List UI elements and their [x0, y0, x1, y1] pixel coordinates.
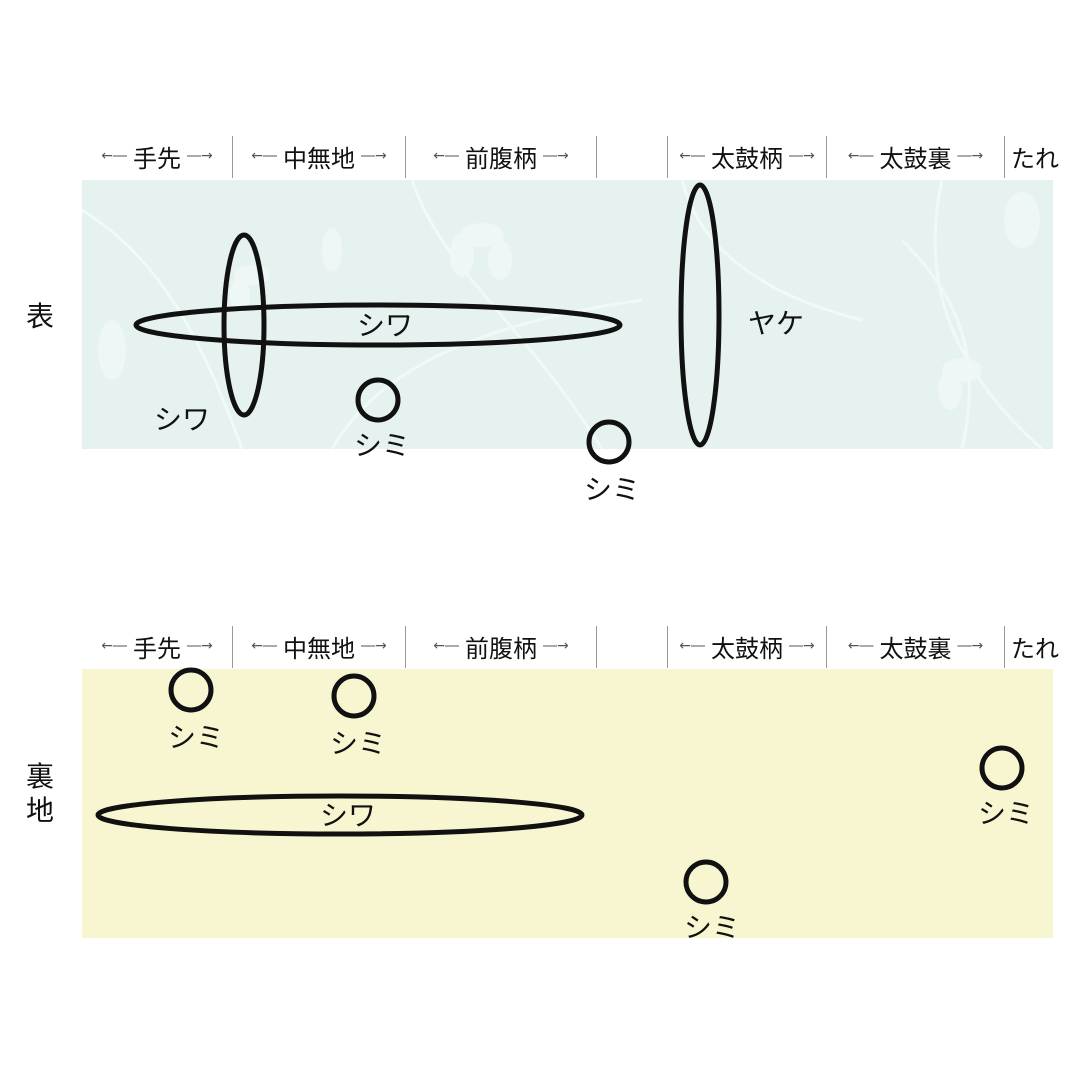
- section-divider: [667, 136, 668, 178]
- section-divider: [1004, 626, 1005, 668]
- section-maebara-gara: ←― 前腹柄 ―→: [433, 634, 569, 663]
- section-blank: [597, 134, 667, 178]
- front-stain-label: シミ: [353, 429, 411, 462]
- section-divider: [667, 626, 668, 668]
- section-taiko-ura: ←― 太鼓裏 ―→: [847, 634, 984, 663]
- front-wrinkle-label: シワ: [356, 309, 414, 342]
- back-stain-label: シミ: [167, 721, 225, 754]
- section-maebara-gara: ←― 前腹柄 ―→: [433, 144, 569, 173]
- back-lining-panel: [82, 669, 1053, 938]
- section-tare: たれ: [1011, 634, 1059, 663]
- section-taiko-ura: ←― 太鼓裏 ―→: [847, 144, 984, 173]
- section-tesaki: ←― 手先 ―→: [101, 634, 213, 663]
- back-wrinkle-label: シワ: [319, 799, 377, 832]
- section-divider: [596, 626, 597, 668]
- section-divider: [405, 626, 406, 668]
- section-nakamuji: ←― 中無地 ―→: [251, 634, 387, 663]
- section-divider: [232, 626, 233, 668]
- front-sunfade-label: ヤケ: [747, 307, 805, 340]
- section-divider: [405, 136, 406, 178]
- section-divider: [1004, 136, 1005, 178]
- floral-pattern: [82, 180, 1043, 449]
- section-divider: [826, 136, 827, 178]
- back-stain-label: シミ: [977, 797, 1035, 830]
- section-nakamuji: ←― 中無地 ―→: [251, 144, 387, 173]
- back-section-header: ←― 手先 ―→ ←― 中無地 ―→ ←― 前腹柄 ―→ ←― 太鼓柄 ―→ ←…: [82, 624, 1062, 668]
- front-section-header: ←― 手先 ―→ ←― 中無地 ―→ ←― 前腹柄 ―→ ←― 太鼓柄 ―→ ←…: [82, 134, 1062, 178]
- front-fabric-panel: [82, 180, 1053, 449]
- section-divider: [232, 136, 233, 178]
- front-stain-label: シミ: [583, 473, 641, 506]
- section-tare: たれ: [1011, 144, 1059, 173]
- front-wrinkle-label: シワ: [153, 403, 211, 436]
- section-divider: [826, 626, 827, 668]
- section-divider: [596, 136, 597, 178]
- back-stain-label: シミ: [329, 727, 387, 760]
- back-stain-label: シミ: [683, 911, 741, 944]
- section-taiko-gara: ←― 太鼓柄 ―→: [679, 634, 815, 663]
- front-side-label: 表: [25, 300, 54, 333]
- section-blank: [597, 624, 667, 668]
- back-side-label: 裏 地: [25, 760, 54, 827]
- section-taiko-gara: ←― 太鼓柄 ―→: [679, 144, 815, 173]
- section-tesaki: ←― 手先 ―→: [101, 144, 213, 173]
